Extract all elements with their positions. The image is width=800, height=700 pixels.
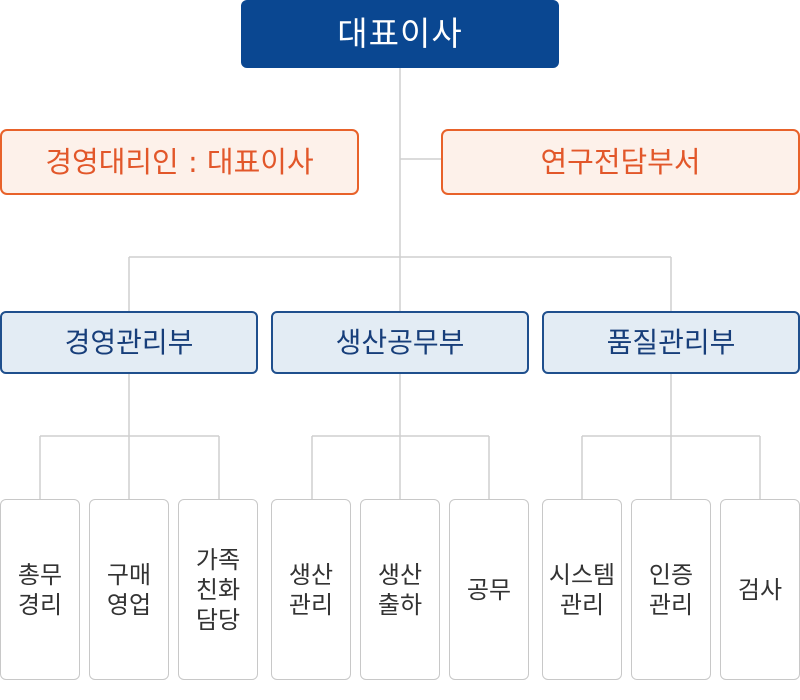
- team-label-line: 담당: [195, 605, 241, 634]
- team-label-line: 경리: [17, 590, 63, 619]
- team-box-general-affairs: 총무 경리: [0, 499, 80, 680]
- team-label-line: 생산: [288, 560, 334, 589]
- team-label-line: 출하: [377, 590, 423, 619]
- management-representative-box: 경영대리인 : 대표이사: [0, 129, 359, 195]
- team-label-line: 친화: [195, 575, 241, 604]
- team-label-line: 구매: [106, 560, 152, 589]
- team-label-line: 인증: [648, 560, 694, 589]
- team-box-inspection: 검사: [720, 499, 800, 680]
- department-box-management: 경영관리부: [0, 311, 258, 374]
- team-label-line: 시스템: [548, 560, 616, 589]
- team-label-line: 관리: [648, 590, 694, 619]
- team-box-certification-management: 인증 관리: [631, 499, 711, 680]
- team-box-production-management: 생산 관리: [271, 499, 351, 680]
- team-box-engineering: 공무: [449, 499, 529, 680]
- team-box-family-friendly: 가족 친화 담당: [178, 499, 258, 680]
- department-box-quality: 품질관리부: [542, 311, 800, 374]
- ceo-box: 대표이사: [241, 0, 559, 68]
- department-box-production: 생산공무부: [271, 311, 529, 374]
- team-box-purchasing-sales: 구매 영업: [89, 499, 169, 680]
- team-box-system-management: 시스템 관리: [542, 499, 622, 680]
- team-label-line: 가족: [195, 545, 241, 574]
- team-label-line: 영업: [106, 590, 152, 619]
- team-label-line: 관리: [559, 590, 605, 619]
- team-label-line: 관리: [288, 590, 334, 619]
- team-label-line: 총무: [17, 560, 63, 589]
- research-department-box: 연구전담부서: [441, 129, 800, 195]
- team-label-line: 생산: [377, 560, 423, 589]
- team-box-production-shipping: 생산 출하: [360, 499, 440, 680]
- team-label-line: 공무: [466, 575, 512, 604]
- team-label-line: 검사: [737, 575, 783, 604]
